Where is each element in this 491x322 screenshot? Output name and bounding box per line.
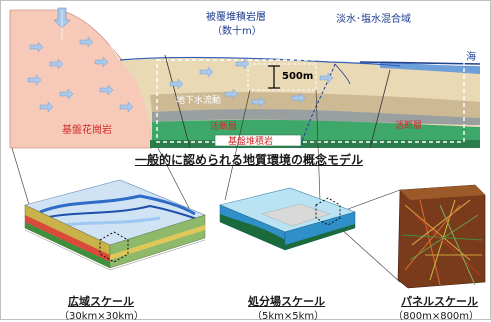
- repository-scale-dims: （5km×5km）: [252, 311, 325, 322]
- fracture-line: [419, 199, 441, 286]
- regional-side-band: [110, 225, 205, 260]
- flow-arrow: [99, 84, 114, 96]
- fracture-line: [439, 204, 476, 286]
- panel-cube-top: [400, 185, 485, 200]
- flow-line: [87, 11, 121, 61]
- regional-scale-title: 広域スケール: [68, 295, 134, 308]
- sediment-band: [150, 92, 480, 118]
- repository-side-green: [285, 224, 355, 250]
- sea-surface-line: [359, 61, 481, 65]
- flow-arrow: [199, 66, 214, 78]
- flow-arrow: [169, 78, 184, 90]
- overburden-label: 被覆堆積岩層: [206, 12, 266, 23]
- regional-axis-ticks: [24, 229, 206, 271]
- flow-arrow: [251, 96, 266, 108]
- flow-arrow: [39, 101, 54, 113]
- flow-arrow: [94, 56, 109, 68]
- regional-stripe: [34, 204, 201, 221]
- regional-green-band: [25, 222, 110, 268]
- bottom-green-strip: [150, 140, 480, 148]
- fracture-line: [411, 199, 471, 246]
- connector-line: [315, 89, 321, 201]
- repository-selection-hex: [315, 197, 341, 226]
- fault-line-2: [369, 69, 391, 149]
- repository-grey-area: [261, 203, 331, 227]
- flow-arrow: [224, 88, 239, 100]
- panel-scale-model: [397, 184, 486, 289]
- regional-red-band: [25, 215, 110, 262]
- connector-line: [157, 147, 191, 211]
- mixing-zone-boundary: [299, 63, 336, 149]
- flow-arrow: [59, 88, 74, 100]
- fault-label-left: 活断層: [210, 122, 238, 132]
- flow-arrow: [119, 101, 134, 113]
- flow-arrows: [27, 36, 334, 113]
- connector-line: [339, 227, 401, 283]
- model-scope-box: [156, 59, 465, 143]
- flow-arrow: [49, 58, 64, 70]
- repository-box: [247, 63, 317, 91]
- fault-line-1: [164, 54, 191, 149]
- regional-axis: [109, 239, 206, 271]
- repository-scale-title: 処分場スケール: [248, 295, 325, 308]
- repository-scale-model: [219, 187, 356, 251]
- regional-stripe: [39, 194, 196, 216]
- basement-sedimentary-box: [214, 134, 302, 147]
- groundwater-flow-label: 地下水流動: [176, 96, 222, 106]
- repository-front-green: [220, 214, 285, 250]
- grey-layer: [152, 109, 480, 125]
- flow-arrow: [319, 72, 334, 84]
- main-caption: 一般的に認められる地質環境の概念モデル: [135, 153, 364, 167]
- basement-sedimentary-label: 基盤堆積岩: [228, 137, 274, 147]
- mixing-zone-label: 淡水･塩水混合域: [336, 14, 411, 25]
- panel-scale-dims: （800m×800m）: [393, 311, 480, 322]
- fracture-line: [401, 234, 483, 241]
- regional-axis: [24, 229, 111, 271]
- flow-arrow: [79, 36, 94, 48]
- fracture-network: [401, 199, 483, 286]
- fracture-line: [404, 204, 471, 261]
- basement-granite-label: 基盤花崗岩: [62, 125, 112, 136]
- fracture-line: [404, 204, 461, 271]
- connector-line: [11, 147, 31, 209]
- regional-scale-dims: （30km×30km）: [59, 311, 144, 322]
- fault-label-right: 活断層: [395, 121, 423, 131]
- flow-arrow: [29, 41, 44, 53]
- fracture-line: [414, 214, 481, 276]
- sea-water: [380, 62, 480, 74]
- connector-line: [224, 89, 251, 201]
- flow-arrow: [27, 74, 42, 86]
- connector-line: [339, 189, 401, 213]
- depth-scale-label: 500m: [282, 71, 314, 82]
- panel-scale-title: パネルスケール: [401, 295, 478, 308]
- flow-arrow: [235, 58, 250, 70]
- flow-arrow: [291, 92, 306, 104]
- sea-label: 海: [466, 52, 476, 63]
- regional-selection-hex: [99, 231, 129, 263]
- regional-scale-model: [24, 179, 206, 271]
- ground-surface-line: [119, 56, 401, 67]
- overburden-thickness-label: （数十m）: [212, 26, 262, 37]
- mixing-zone-pointer: [334, 63, 351, 85]
